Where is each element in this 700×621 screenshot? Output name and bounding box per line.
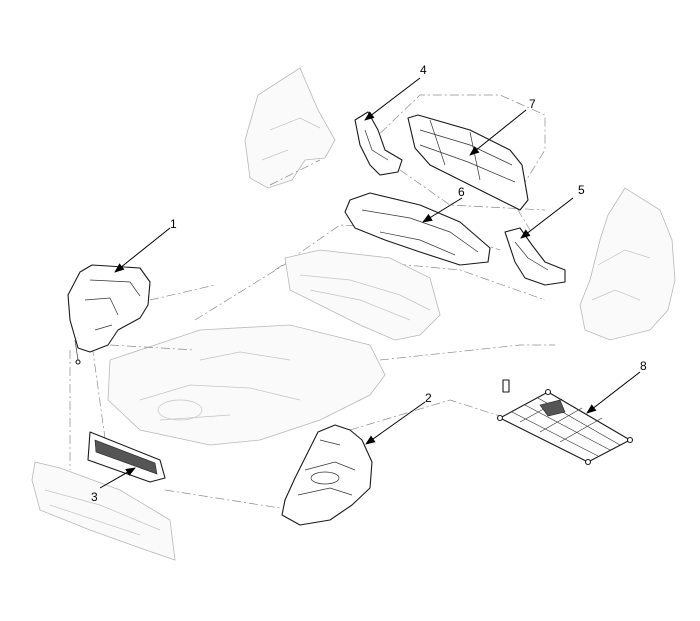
leader-4 [364, 77, 421, 121]
callout-1: 1 [170, 217, 177, 231]
part-7-seat-back-panel [407, 114, 529, 211]
callout-6: 6 [458, 185, 465, 199]
leader-6 [422, 197, 463, 223]
leader-5 [520, 197, 574, 239]
callout-3: 3 [91, 490, 98, 504]
part-3-rear-transverse-trim [87, 431, 166, 483]
leader-1 [114, 227, 171, 273]
callout-7: 7 [529, 97, 536, 111]
rear-back-panel-outline [31, 461, 176, 561]
leader-2 [365, 401, 426, 445]
callout-5: 5 [578, 183, 585, 197]
callout-labels: 1 2 3 4 5 6 7 8 [91, 63, 647, 504]
part-6-package-tray [344, 192, 491, 266]
leader-8 [586, 371, 641, 414]
part-4-left-luggage-trim [354, 111, 403, 176]
callout-2: 2 [425, 391, 432, 405]
part-8-luggage-net [496, 379, 634, 466]
callout-4: 4 [420, 63, 427, 77]
rear-floor-outline [107, 324, 386, 446]
right-quarter-panel-outline [579, 187, 676, 341]
part-1-left-trunk-side-trim [67, 264, 151, 365]
rear-shelf-outline [284, 249, 441, 341]
callout-8: 8 [640, 359, 647, 373]
left-quarter-panel-outline [244, 67, 336, 189]
part-2-right-trunk-side-trim [281, 424, 373, 526]
leader-7 [469, 109, 527, 156]
leader-3 [99, 467, 136, 489]
leader-arrows [99, 77, 641, 489]
part-5-right-luggage-trim [504, 227, 566, 286]
